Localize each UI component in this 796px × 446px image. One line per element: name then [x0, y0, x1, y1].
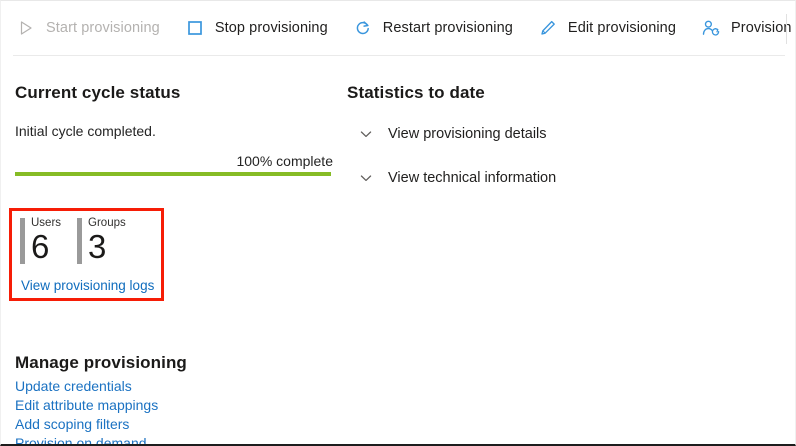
restart-provisioning-label: Restart provisioning: [382, 20, 513, 36]
expander-label-technical-information: View technical information: [388, 170, 557, 186]
stop-provisioning-button[interactable]: Stop provisioning: [182, 10, 338, 46]
count-text-groups: Groups 3: [88, 217, 126, 265]
manage-provisioning-title: Manage provisioning: [15, 353, 187, 372]
count-value-users: 6: [31, 227, 50, 265]
provisioning-counts-card: Users 6 Groups 3 View provisioning logs: [9, 208, 164, 301]
restart-arrow-icon: [352, 17, 374, 39]
count-label-users: Users: [31, 217, 62, 229]
start-provisioning-button[interactable]: Start provisioning: [13, 10, 170, 46]
statistics-section: Statistics to date View provisioning det…: [347, 83, 767, 211]
current-cycle-status-text: Initial cycle completed.: [15, 123, 156, 139]
count-accent-bar: [20, 218, 25, 264]
progress-bar-fill: [15, 172, 331, 176]
manage-link-add-scoping-filters[interactable]: Add scoping filters: [15, 416, 130, 432]
restart-provisioning-button[interactable]: Restart provisioning: [350, 10, 523, 46]
stop-provisioning-label: Stop provisioning: [214, 20, 328, 36]
chevron-down-icon: [355, 123, 377, 145]
manage-provisioning-section: Manage provisioning Update credentials E…: [15, 353, 335, 446]
stop-square-icon: [184, 17, 206, 39]
command-bar-divider: [13, 55, 785, 56]
manage-link-update-credentials[interactable]: Update credentials: [15, 378, 132, 394]
expander-label-provisioning-details: View provisioning details: [388, 126, 547, 142]
count-value-groups: 3: [88, 227, 107, 265]
provision-on-demand-label: Provision on demand: [731, 20, 795, 36]
count-accent-bar: [77, 218, 83, 264]
manage-link-edit-attribute-mappings[interactable]: Edit attribute mappings: [15, 397, 159, 413]
command-bar-separator: [786, 14, 787, 44]
command-bar: Start provisioning Stop provisioning Res…: [1, 1, 795, 55]
manage-link-provision-on-demand[interactable]: Provision on demand: [15, 435, 147, 446]
progress-percent-label: 100% complete: [236, 153, 333, 169]
expander-view-technical-information[interactable]: View technical information: [355, 167, 556, 189]
current-cycle-section: Current cycle status Initial cycle compl…: [15, 83, 335, 176]
start-provisioning-label: Start provisioning: [46, 20, 160, 36]
progress-bar: [15, 172, 331, 176]
count-item-groups: Groups 3: [77, 217, 126, 265]
edit-provisioning-button[interactable]: Edit provisioning: [535, 10, 686, 46]
play-icon: [15, 17, 37, 39]
edit-provisioning-label: Edit provisioning: [567, 20, 677, 36]
expander-view-provisioning-details[interactable]: View provisioning details: [355, 123, 547, 145]
pencil-icon: [537, 17, 559, 39]
count-text-users: Users 6: [31, 217, 62, 265]
current-cycle-title: Current cycle status: [15, 83, 181, 102]
counts-row: Users 6 Groups 3: [12, 211, 161, 264]
provision-on-demand-button[interactable]: Provision on demand: [698, 10, 795, 46]
count-label-groups: Groups: [88, 217, 126, 229]
chevron-down-icon: [355, 167, 377, 189]
statistics-title: Statistics to date: [347, 83, 485, 102]
count-item-users: Users 6: [20, 217, 62, 265]
person-sync-icon: [700, 17, 722, 39]
view-provisioning-logs-link[interactable]: View provisioning logs: [21, 278, 155, 293]
